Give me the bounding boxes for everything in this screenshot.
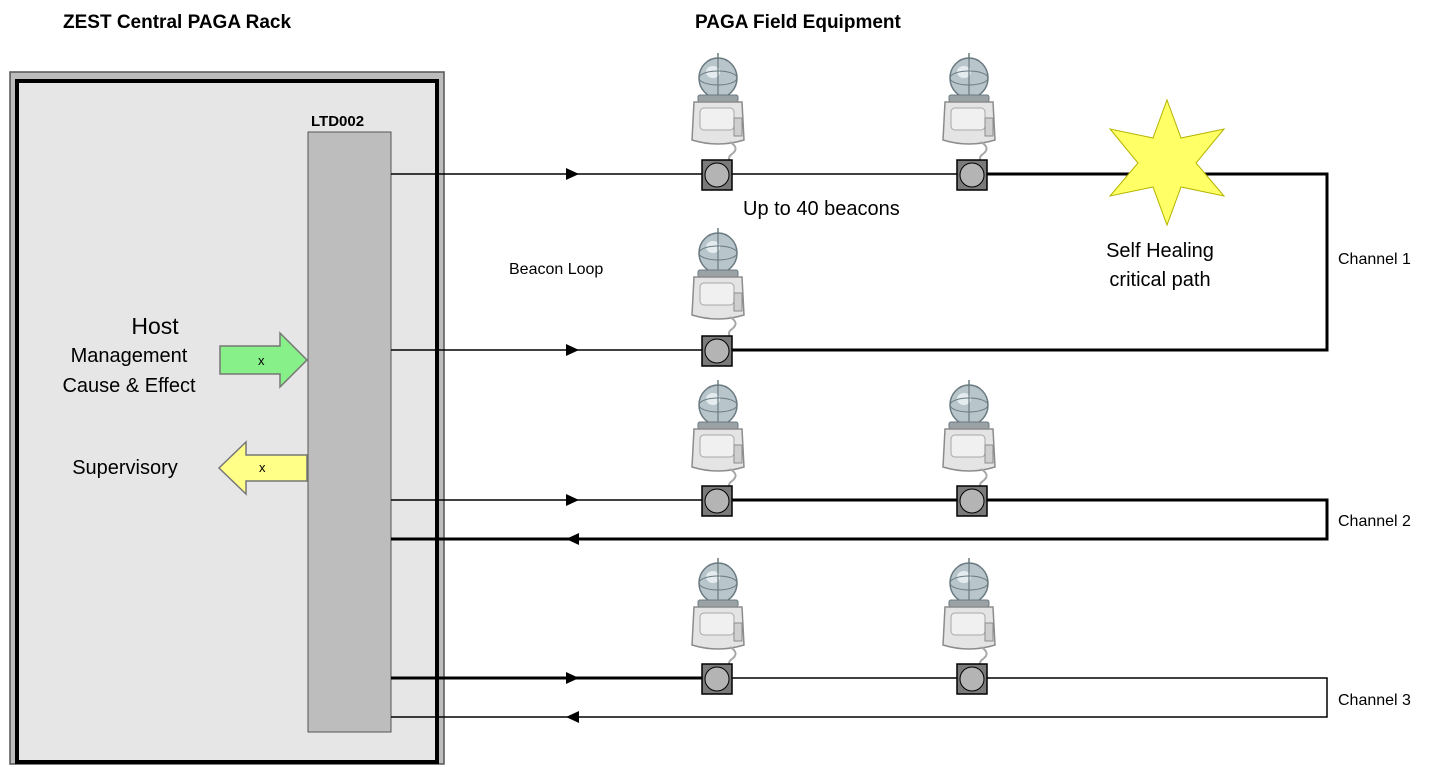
connection-node <box>956 159 988 191</box>
self-healing-line2: critical path <box>1109 269 1210 291</box>
self-healing-line1: Self Healing <box>1106 240 1214 262</box>
beacon-count-label: Up to 40 beacons <box>743 198 900 220</box>
host-input-arrow-mark: x <box>258 353 265 368</box>
host-line-cause-effect: Cause & Effect <box>62 375 195 397</box>
connection-node <box>701 159 733 191</box>
channel-3-label: Channel 3 <box>1338 692 1411 709</box>
field-header: PAGA Field Equipment <box>695 12 902 33</box>
channel-1-label: Channel 1 <box>1338 251 1411 268</box>
connection-node <box>956 663 988 695</box>
ltd002-module <box>307 131 392 733</box>
module-label: LTD002 <box>311 113 364 130</box>
channel-1-arrowhead-out <box>566 168 579 180</box>
beacon-icon <box>942 379 996 492</box>
self-healing-star <box>1108 98 1226 227</box>
beacon-icon <box>942 52 996 165</box>
channel-2-arrowhead-return <box>566 533 579 545</box>
host-line-management: Management <box>71 345 188 367</box>
rack-header: ZEST Central PAGA Rack <box>63 12 291 33</box>
beacon-loop-label: Beacon Loop <box>509 261 603 278</box>
channel-3-arrowhead-out <box>566 672 579 684</box>
beacon-icon <box>691 557 745 670</box>
beacon-icon <box>691 227 745 340</box>
beacon-icon <box>691 52 745 165</box>
host-input-arrow <box>219 331 309 389</box>
channel-2-label: Channel 2 <box>1338 513 1411 530</box>
supervisory-label: Supervisory <box>72 457 178 479</box>
channel-2-loop <box>391 498 1329 541</box>
channel-2-arrowhead-out <box>566 494 579 506</box>
channel-3-arrowhead-return <box>566 711 579 723</box>
host-title: Host <box>131 313 179 339</box>
beacon-icon <box>942 557 996 670</box>
supervisory-output-arrow <box>217 440 308 496</box>
beacon-icon <box>691 379 745 492</box>
connection-node <box>701 485 733 517</box>
connection-node <box>701 663 733 695</box>
channel-1-arrowhead-return <box>566 344 579 356</box>
connection-node <box>956 485 988 517</box>
supervisory-arrow-mark: x <box>259 460 266 475</box>
channel-3-loop <box>391 676 1328 718</box>
connection-node <box>701 335 733 367</box>
